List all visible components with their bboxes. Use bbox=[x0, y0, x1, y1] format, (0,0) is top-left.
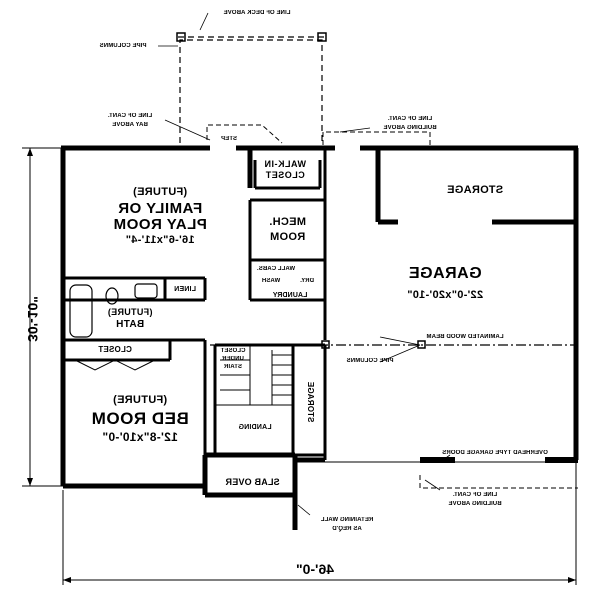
deck-note: LINE OF DECK ABOVE bbox=[223, 10, 291, 16]
depth-dimension: 30'-10" bbox=[25, 296, 41, 342]
leader-lines bbox=[158, 12, 451, 516]
retaining-note-line2: AS REQ'D bbox=[332, 526, 362, 532]
family-room-line3: PLAY ROOM bbox=[113, 216, 207, 233]
wash-label: WASH bbox=[261, 278, 281, 284]
cant-bay-note-line2: BAY ABOVE bbox=[112, 122, 148, 128]
closet-under-stair-line3: STAIR bbox=[223, 364, 243, 370]
beam-note: LAMINATED WOOD BEAM bbox=[426, 334, 504, 340]
slab-over-label: SLAB OVER bbox=[225, 477, 280, 487]
family-room-line1: (FUTURE) bbox=[132, 186, 188, 198]
sink-icon bbox=[134, 283, 158, 299]
cant-bay-outline bbox=[206, 124, 283, 144]
mech-room-line2: ROOM bbox=[269, 231, 306, 243]
bedroom-line1: (FUTURE) bbox=[112, 394, 168, 406]
cant-building-bottom-outline bbox=[419, 475, 578, 489]
retaining-note-line1: RETAINING WALL bbox=[320, 517, 374, 523]
family-room-line2: FAMILY OR bbox=[117, 200, 203, 217]
bath-line1: (FUTURE) bbox=[107, 307, 153, 317]
landing-label: LANDING bbox=[238, 424, 272, 431]
pipe-columns-mid-note: PIPE COLUMNS bbox=[346, 358, 394, 364]
bathtub-icon bbox=[69, 284, 93, 338]
garage-size: 22'-0"x20'-10" bbox=[406, 289, 484, 301]
closet-label: CLOSET bbox=[98, 345, 132, 354]
pipe-column-icon bbox=[417, 340, 426, 349]
cant-building-bottom-note-line1: LINE OF CANT. bbox=[452, 492, 498, 498]
garage-label: GARAGE bbox=[408, 265, 482, 282]
family-room-size: 16'-6"x11'-4" bbox=[125, 234, 195, 246]
pipe-columns-top-note: PIPE COLUMNS bbox=[99, 43, 147, 49]
cant-building-bottom-note-line2: BUILDING ABOVE bbox=[448, 501, 502, 507]
bedroom-line2: BED ROOM bbox=[91, 409, 189, 428]
deck-outline bbox=[178, 36, 324, 143]
walkin-closet-line2: CLOSET bbox=[265, 170, 305, 180]
cant-building-top-note-line2: BUILDING ABOVE bbox=[383, 125, 437, 131]
bath-line2: BATH bbox=[115, 319, 145, 330]
cant-bay-note-line1: LINE OF CANT. bbox=[107, 113, 153, 119]
toilet-icon bbox=[105, 287, 119, 305]
step-label: STEP bbox=[220, 136, 238, 142]
wall-cabs-label: WALL CABS. bbox=[256, 266, 296, 272]
pipe-column-icon bbox=[321, 340, 330, 349]
closet-under-stair-line2: UNDER bbox=[222, 356, 244, 362]
storage-side-label: STORAGE bbox=[306, 381, 315, 423]
closet-under-stair-line1: CLOSET bbox=[220, 348, 246, 354]
linen-label: LINEN bbox=[174, 286, 196, 293]
bedroom-size: 12'-8"x10'-0" bbox=[102, 430, 178, 444]
laundry-label: LAUNDRY bbox=[272, 292, 308, 299]
closet-doors bbox=[74, 359, 156, 371]
mech-room-line1: MECH. bbox=[269, 216, 306, 228]
garage-doors-note: OVERHEAD TYPE GARAGE DOORS bbox=[442, 450, 548, 456]
storage-top-label: STORAGE bbox=[446, 184, 504, 196]
cant-building-top-outline bbox=[322, 131, 431, 150]
storage-partition bbox=[375, 148, 578, 225]
dimension-lines bbox=[22, 147, 577, 585]
width-dimension: 46'-0" bbox=[296, 561, 334, 577]
walkin-closet-line1: WALK-IN bbox=[264, 159, 306, 169]
dry-label: DRY. bbox=[300, 278, 314, 284]
stair-icon bbox=[215, 345, 293, 406]
pipe-column-icon bbox=[176, 32, 327, 42]
cant-building-top-note-line1: LINE OF CANT. bbox=[387, 116, 433, 122]
exterior-walls bbox=[60, 145, 579, 530]
